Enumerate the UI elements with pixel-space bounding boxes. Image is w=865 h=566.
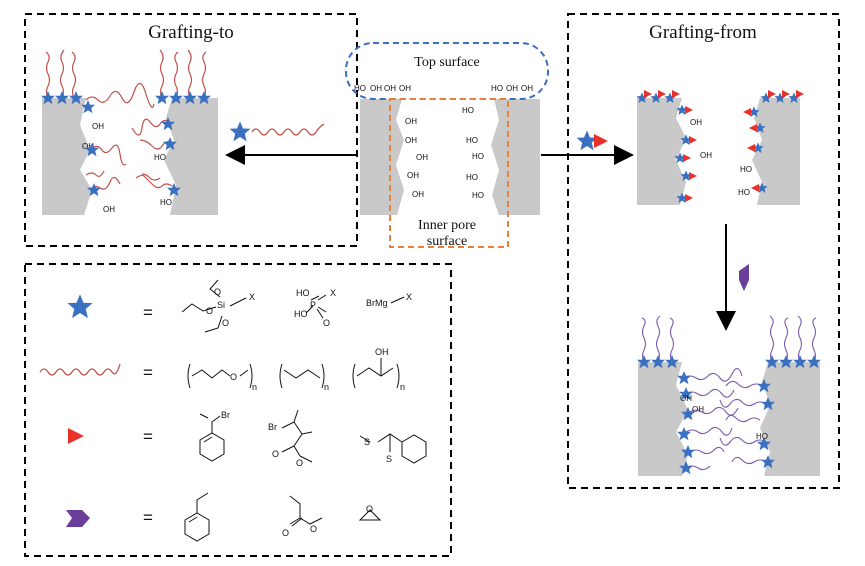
oh-label: OH: [375, 347, 389, 357]
o-label: O: [310, 524, 317, 534]
oh-group: OH: [405, 136, 417, 145]
s-label: S: [364, 437, 370, 447]
bromoisobutyrate-structure: [281, 409, 313, 463]
n-label: n: [324, 382, 329, 392]
brmg-label: BrMg: [366, 298, 388, 308]
top-surface-label: Top surface: [414, 55, 480, 70]
polymer-brush-pore: OH OH HO: [637, 315, 821, 476]
si-label: Si: [217, 300, 225, 310]
oh-group: OH: [82, 142, 94, 151]
dithiobenzoate-structure: [359, 433, 427, 464]
oh-group: OH: [405, 117, 417, 126]
polymer-chain-icon: [251, 123, 325, 136]
ho-label: HO: [294, 309, 308, 319]
n-label: n: [400, 382, 405, 392]
ho-group: HO: [354, 84, 366, 93]
ho-group: HO: [472, 191, 484, 200]
oh-group: OH: [692, 405, 704, 414]
ho-group: HO: [491, 84, 503, 93]
o-label: O: [230, 372, 237, 382]
x-label: X: [406, 292, 412, 302]
inner-surface-label-2: surface: [427, 234, 467, 249]
ho-group: HO: [738, 188, 750, 197]
ho-group: HO: [740, 165, 752, 174]
o-label: O: [323, 318, 330, 328]
oh-group: OH: [412, 190, 424, 199]
grafting-from-frame: [567, 13, 840, 489]
top-surface-outline: [345, 42, 549, 100]
br-label: Br: [268, 422, 277, 432]
o-label: O: [282, 528, 289, 538]
x-label: X: [330, 288, 336, 298]
grafting-from-title: Grafting-from: [649, 22, 757, 43]
peg-structure: [187, 363, 253, 389]
styrene-structure: [184, 492, 210, 542]
oh-group: OH: [690, 118, 702, 127]
oh-group: OH: [407, 171, 419, 180]
s-label: S: [386, 454, 392, 464]
polyethylene-structure: [279, 363, 325, 389]
oh-group: OH: [506, 84, 518, 93]
pva-structure: [352, 358, 400, 389]
initiator-functionalized-pore: OH OH HO HO: [636, 90, 804, 205]
oh-group: OH: [521, 84, 533, 93]
oh-group: OH: [700, 151, 712, 160]
o-label: O: [366, 504, 373, 514]
br-label: Br: [221, 410, 230, 420]
legend-star-icon: [67, 294, 93, 319]
legend-equals: =: [143, 363, 153, 382]
grafting-to-title: Grafting-to: [148, 22, 233, 43]
inner-surface-outline: [389, 98, 509, 248]
legend-equals: =: [143, 303, 153, 322]
ho-group: HO: [160, 198, 172, 207]
legend-triangle-icon: [68, 428, 84, 444]
legend-frame: [24, 263, 452, 557]
methyl-acrylate-structure: [289, 495, 323, 527]
legend: = = = = Si O O O X HO P HO X O BrMg X: [39, 279, 427, 542]
ho-group: HO: [472, 152, 484, 161]
x-label: X: [249, 292, 255, 302]
oh-group: OH: [416, 153, 428, 162]
ho-group: HO: [154, 153, 166, 162]
anchor-star-icon: [229, 121, 251, 142]
ho-group: HO: [466, 173, 478, 182]
grafting-to-pore: OH OH OH HO HO: [41, 49, 218, 215]
o-label: O: [222, 318, 229, 328]
oh-group: OH: [680, 394, 692, 403]
benzyl-bromide-structure: [199, 413, 225, 462]
n-label: n: [252, 382, 257, 392]
legend-equals: =: [143, 427, 153, 446]
oh-group: OH: [92, 122, 104, 131]
ho-group: HO: [466, 136, 478, 145]
o-label: O: [296, 458, 303, 468]
grafting-to-frame: [24, 13, 358, 247]
o-label: O: [214, 287, 221, 297]
oh-group: OH: [399, 84, 411, 93]
monomer-chevron-icon: [739, 264, 749, 291]
phosphonic-structure: [305, 294, 327, 319]
ho-label: HO: [296, 288, 310, 298]
o-label: O: [206, 306, 213, 316]
center-pore: Top surface Inner pore surface HO OH OH …: [345, 42, 549, 249]
ho-group: HO: [756, 432, 768, 441]
oh-group: OH: [103, 205, 115, 214]
legend-chain-icon: [39, 363, 121, 376]
legend-chevron-icon: [66, 510, 90, 527]
inner-surface-label-1: Inner pore: [418, 218, 476, 233]
silane-structure: [181, 279, 247, 333]
legend-equals: =: [143, 508, 153, 527]
o-label: O: [272, 449, 279, 459]
oh-group: OH: [370, 84, 382, 93]
oh-group: OH: [384, 84, 396, 93]
p-label: P: [310, 300, 316, 310]
ho-group: HO: [462, 106, 474, 115]
initiator-reagent-icon: [576, 130, 608, 151]
epoxide-structure: [358, 509, 382, 521]
